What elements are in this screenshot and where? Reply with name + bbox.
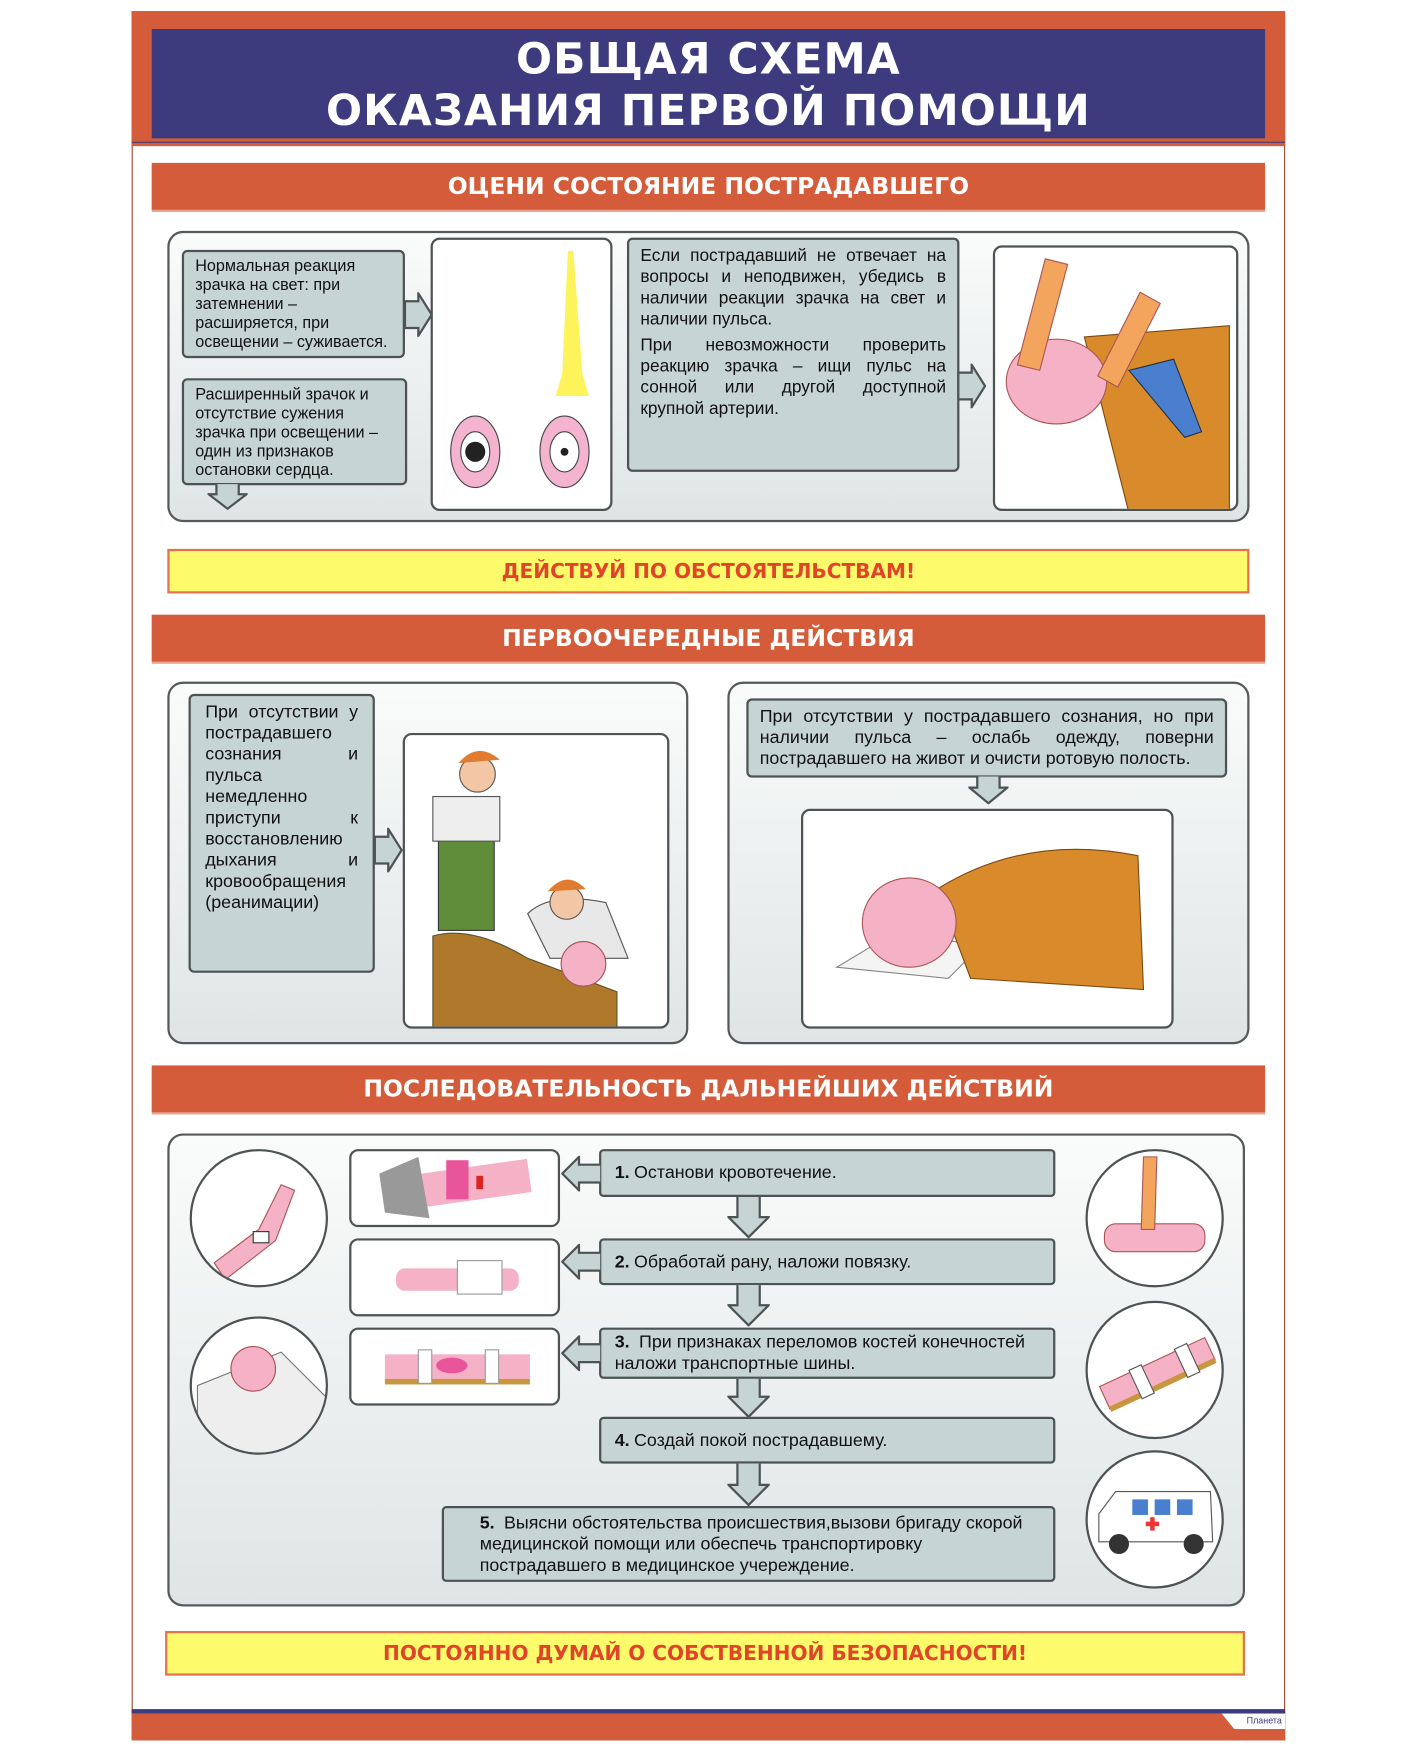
recovery-position-illustration bbox=[801, 808, 1174, 1029]
arrow-down-icon bbox=[207, 484, 248, 510]
step-1-text: Останови кровотечение. bbox=[634, 1163, 837, 1183]
arrow-right-icon bbox=[373, 827, 403, 873]
cpr-illustration bbox=[402, 732, 670, 1029]
step-4-text: Создай покой пострадавшему. bbox=[634, 1430, 888, 1450]
step-3: 3. При признаках переломов костей конечн… bbox=[599, 1327, 1056, 1379]
bandage-illustration bbox=[349, 1238, 561, 1317]
lying-patient-icon bbox=[834, 848, 1145, 991]
recovery-position-text: При отсутствии у пострадавшего сознания,… bbox=[746, 698, 1228, 778]
step-1-number: 1. bbox=[614, 1163, 630, 1183]
step-4-number: 4. bbox=[614, 1430, 630, 1450]
banner-own-safety: ПОСТОЯННО ДУМАЙ О СОБСТВЕННОЙ БЕЗОПАСНОС… bbox=[165, 1631, 1246, 1676]
arrow-left-icon bbox=[561, 1155, 601, 1192]
bottom-navy-line bbox=[131, 1709, 1286, 1714]
tourniquet-icon bbox=[379, 1156, 532, 1219]
publisher-logo: Планета bbox=[1221, 1713, 1286, 1730]
patient-in-bed-icon bbox=[196, 1345, 326, 1453]
resting-patient-illustration bbox=[189, 1316, 328, 1455]
resuscitation-text: При отсутствии у пострадавшего сознания … bbox=[188, 693, 375, 973]
ambulance-illustration bbox=[1085, 1450, 1224, 1589]
dilated-pupil-text: Расширенный зрачок и отсутствие сужения … bbox=[181, 378, 408, 486]
bandaged-arm-illustration bbox=[189, 1149, 328, 1288]
tourniquet-illustration bbox=[349, 1149, 561, 1228]
step-2-number: 2. bbox=[614, 1252, 630, 1272]
title-divider bbox=[131, 141, 1286, 147]
step-5-text: Выясни обстоятельства происшествия,вызов… bbox=[479, 1513, 1023, 1575]
arrow-down-icon bbox=[727, 1378, 770, 1418]
arrow-down-icon bbox=[968, 776, 1009, 805]
arrow-right-icon bbox=[403, 292, 433, 337]
step-4: 4.Создай покой пострадавшему. bbox=[599, 1416, 1056, 1464]
banner-act-by-circumstances: ДЕЙСТВУЙ ПО ОБСТОЯТЕЛЬСТВАМ! bbox=[167, 548, 1250, 594]
step-3-text: При признаках переломов костей конечност… bbox=[614, 1333, 1025, 1374]
check-paragraph-1: Если пострадавший не отвечает на вопросы… bbox=[640, 246, 947, 330]
wrist-pulse-icon bbox=[1103, 1156, 1206, 1253]
step-2-text: Обработай рану, наложи повязку. bbox=[634, 1252, 912, 1272]
step-2: 2.Обработай рану, наложи повязку. bbox=[599, 1238, 1056, 1286]
splint-illustration bbox=[349, 1327, 561, 1406]
splint-icon bbox=[1098, 1336, 1217, 1412]
arrow-left-icon bbox=[561, 1243, 601, 1280]
title-line-2: ОКАЗАНИЯ ПЕРВОЙ ПОМОЩИ bbox=[325, 85, 1091, 135]
step-3-number: 3. bbox=[614, 1333, 630, 1353]
cpr-icon bbox=[432, 751, 629, 1027]
arrow-down-icon bbox=[727, 1197, 770, 1239]
arm-tourniquet-icon bbox=[213, 1184, 296, 1281]
bandage-icon bbox=[396, 1260, 519, 1295]
step-1: 1.Останови кровотечение. bbox=[599, 1149, 1056, 1198]
arrow-down-icon bbox=[727, 1285, 770, 1327]
splinted-arm-illustration bbox=[1085, 1300, 1224, 1440]
arrow-down-icon bbox=[727, 1463, 770, 1507]
eye-light-icon bbox=[450, 251, 590, 489]
pulse-wrist-illustration bbox=[1085, 1149, 1224, 1288]
arrow-right-icon bbox=[957, 363, 987, 409]
section-header-assess: ОЦЕНИ СОСТОЯНИЕ ПОСТРАДАВШЕГО bbox=[151, 162, 1266, 210]
page-title: ОБЩАЯ СХЕМА ОКАЗАНИЯ ПЕРВОЙ ПОМОЩИ bbox=[151, 29, 1266, 139]
section-header-further-actions: ПОСЛЕДОВАТЕЛЬНОСТЬ ДАЛЬНЕЙШИХ ДЕЙСТВИЙ bbox=[151, 1065, 1266, 1113]
check-paragraph-2: При невозможности проверить реакцию зрач… bbox=[640, 335, 947, 419]
pulse-check-illustration bbox=[992, 245, 1239, 511]
bottom-band bbox=[131, 1713, 1286, 1741]
check-instructions: Если пострадавший не отвечает на вопросы… bbox=[626, 237, 960, 472]
arrow-left-icon bbox=[561, 1335, 601, 1372]
section-header-first-actions: ПЕРВООЧЕРЕДНЫЕ ДЕЙСТВИЯ bbox=[151, 614, 1266, 662]
pupil-illustration bbox=[430, 237, 613, 511]
step-5: 5. Выясни обстоятельства происшествия,вы… bbox=[441, 1506, 1056, 1582]
carotid-pulse-icon bbox=[1005, 258, 1230, 509]
splint-icon bbox=[384, 1349, 530, 1385]
step-5-number: 5. bbox=[479, 1513, 495, 1533]
normal-reaction-text: Нормальная реакция зрачка на свет: при з… bbox=[181, 249, 405, 359]
ambulance-icon bbox=[1098, 1490, 1214, 1555]
title-line-1: ОБЩАЯ СХЕМА bbox=[515, 34, 901, 84]
